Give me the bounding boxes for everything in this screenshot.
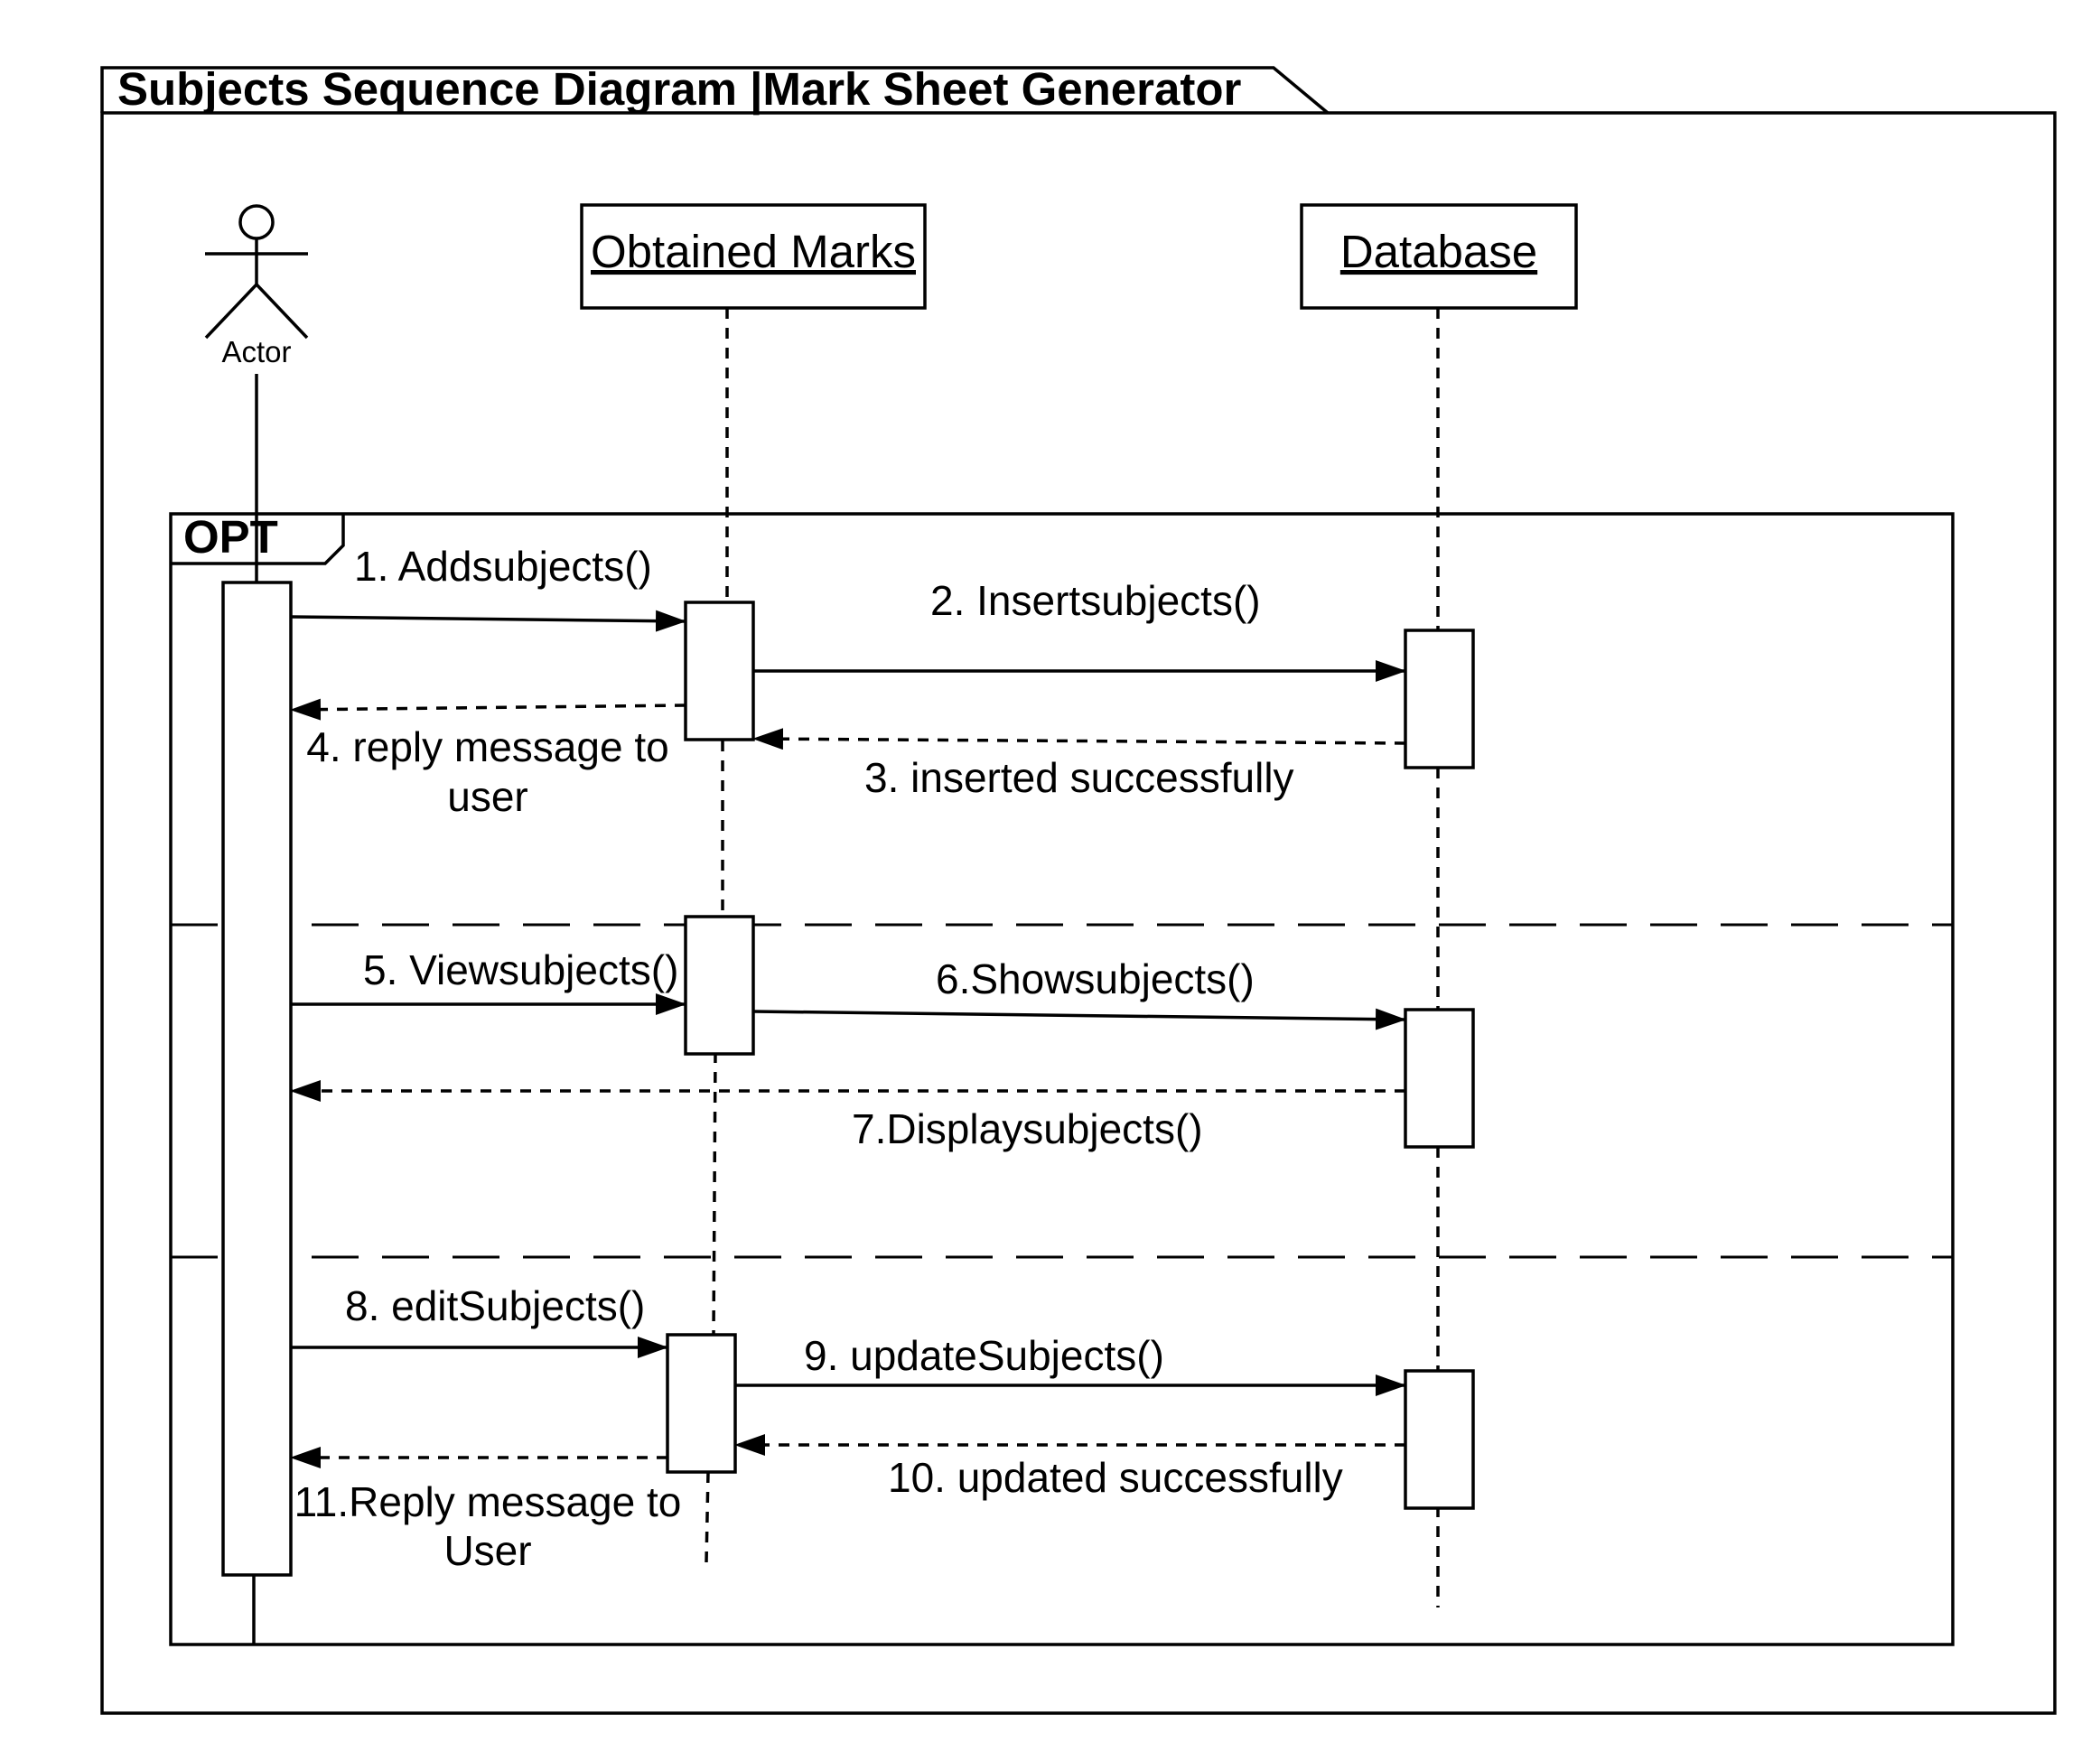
message-label: 11.Reply message to [294, 1478, 682, 1525]
diagram-frame: Subjects Sequence Diagram |Mark Sheet Ge… [100, 63, 2057, 1715]
message-3: 3. inserted successfully [752, 728, 1406, 801]
message-label: 8. editSubjects() [345, 1282, 645, 1329]
database-activation [1404, 1369, 1475, 1510]
message-label: User [443, 1527, 531, 1574]
message-label: 7.Displaysubjects() [852, 1105, 1203, 1152]
activations [221, 581, 1475, 1577]
database-activation [1404, 629, 1475, 769]
obtained-marks-label: Obtained Marks [591, 226, 916, 277]
database-label: Database [1340, 226, 1537, 277]
obtained-marks-box [580, 203, 927, 310]
message-5: 5. Viewsubjects() [291, 946, 686, 1015]
actor-label: Actor [221, 335, 291, 368]
message-label: 4. reply message to [306, 723, 668, 770]
actor-activation [221, 581, 293, 1577]
obtained-marks-activation [666, 1333, 737, 1474]
message-6: 6.Showsubjects() [752, 955, 1406, 1030]
message-label: 10. updated successfully [888, 1454, 1343, 1501]
message-11: 11.Reply message to User [290, 1447, 682, 1574]
message-label: 9. updateSubjects() [804, 1332, 1164, 1379]
message-label: 5. Viewsubjects() [363, 946, 678, 993]
message-4: 4. reply message to user [290, 698, 686, 820]
opt-label: OPT [183, 511, 278, 563]
lifeline-obtained-marks: Obtained Marks [580, 203, 927, 1563]
message-label: 6.Showsubjects() [936, 955, 1255, 1002]
message-label: 1. Addsubjects() [354, 543, 652, 590]
opt-fragment: OPT [169, 511, 1955, 1646]
database-activation [1404, 1008, 1475, 1149]
message-7: 7.Displaysubjects() [290, 1080, 1405, 1152]
message-8: 8. editSubjects() [291, 1282, 668, 1358]
message-label: user [447, 773, 527, 820]
message-10: 10. updated successfully [734, 1434, 1405, 1501]
actor-head [238, 204, 275, 240]
actor: Actor [204, 204, 309, 1644]
obtained-marks-activation [684, 915, 755, 1056]
message-label: 2. Insertsubjects() [930, 577, 1261, 624]
obtained-marks-activation [684, 601, 755, 741]
message-1: 1. Addsubjects() [290, 543, 686, 632]
message-label: 3. inserted successfully [864, 754, 1294, 801]
message-2: 2. Insertsubjects() [753, 577, 1406, 682]
message-9: 9. updateSubjects() [735, 1332, 1406, 1396]
frame-title: Subjects Sequence Diagram |Mark Sheet Ge… [117, 63, 1242, 116]
lifeline-database: Database [1300, 203, 1578, 1607]
